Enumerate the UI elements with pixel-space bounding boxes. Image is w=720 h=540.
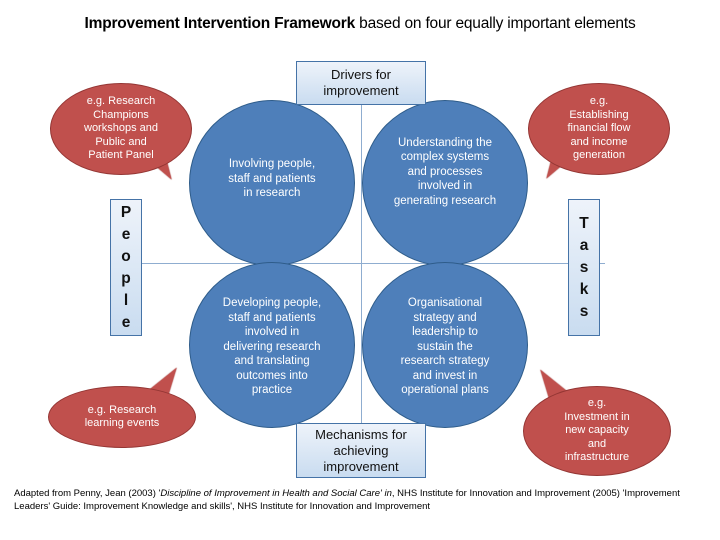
callout-financial-flow: e.g. Establishing financial flow and inc… [528, 83, 670, 187]
callout-text: e.g. Research Champions workshops and Pu… [84, 95, 158, 162]
circle-developing-people: Developing people, staff and patients in… [189, 262, 355, 428]
connector-vertical [361, 88, 362, 440]
mechanisms-label: Mechanisms for achieving improvement [315, 426, 407, 474]
footnote-part1: Adapted from Penny, Jean (2003) ' [14, 488, 161, 499]
callout-bubble: e.g. Research Champions workshops and Pu… [50, 83, 192, 175]
footnote-italic: Discipline of Improvement in Health and … [160, 488, 392, 499]
drivers-label: Drivers for improvement [323, 67, 399, 98]
circle-text: Developing people, staff and patients in… [222, 297, 322, 397]
callout-bubble: e.g. Investment in new capacity and infr… [523, 386, 671, 476]
callout-text: e.g. Investment in new capacity and infr… [564, 397, 630, 464]
tasks-axis-box: T a s k s [568, 199, 600, 336]
page-title-bold: Improvement Intervention Framework [84, 15, 356, 32]
page-title-rest: based on four equally important elements [355, 15, 636, 32]
circle-text: Organisational strategy and leadership t… [400, 297, 490, 397]
circle-involving-people: Involving people, staff and patients in … [189, 100, 355, 266]
callout-bubble: e.g. Establishing financial flow and inc… [528, 83, 670, 175]
people-label: P e o p l e [120, 203, 132, 331]
callout-investment-capacity: e.g. Investment in new capacity and infr… [523, 362, 671, 476]
callout-research-champions: e.g. Research Champions workshops and Pu… [50, 83, 192, 188]
callout-bubble: e.g. Research learning events [48, 386, 196, 448]
mechanisms-box: Mechanisms for achieving improvement [296, 423, 426, 478]
tasks-label: T a s k s [579, 214, 589, 320]
callout-text: e.g. Research learning events [84, 403, 160, 430]
circle-understanding-systems: Understanding the complex systems and pr… [362, 100, 528, 266]
callout-text: e.g. Establishing financial flow and inc… [567, 95, 631, 162]
drivers-for-improvement-box: Drivers for improvement [296, 61, 426, 105]
source-footnote: Adapted from Penny, Jean (2003) 'Discipl… [14, 488, 708, 513]
people-axis-box: P e o p l e [110, 199, 142, 336]
footnote-part2: , NHS Institute for Innovation and Impro… [14, 488, 680, 512]
page-title: Improvement Intervention Framework based… [0, 14, 720, 33]
circle-organisational-strategy: Organisational strategy and leadership t… [362, 262, 528, 428]
circle-text: Involving people, staff and patients in … [228, 158, 316, 200]
circle-text: Understanding the complex systems and pr… [393, 136, 497, 207]
callout-research-learning-events: e.g. Research learning events [48, 360, 196, 448]
